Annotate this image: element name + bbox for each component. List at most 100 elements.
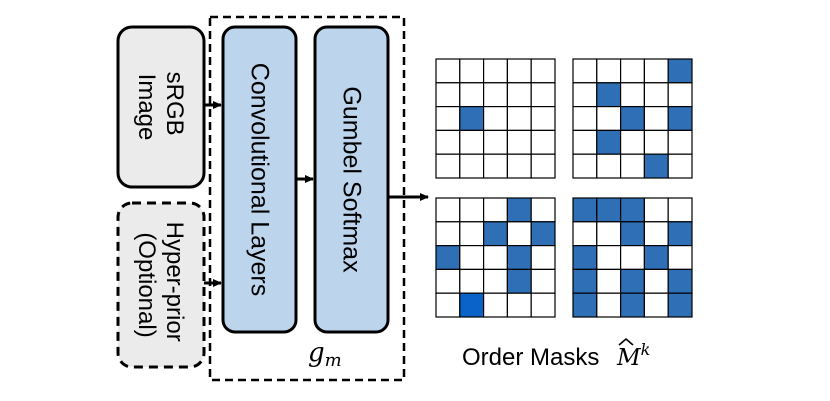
mask-cell	[643, 197, 669, 223]
mask-cell	[596, 58, 622, 84]
mask-cell-active	[506, 197, 532, 223]
mask-cell	[435, 268, 461, 294]
mask-cell	[483, 197, 509, 223]
mask-cell-active	[619, 292, 645, 318]
gm-symbol-base: g	[308, 338, 325, 368]
mask-cell	[483, 58, 509, 84]
mask-cell	[506, 221, 532, 247]
mask-cell	[643, 105, 669, 131]
mask-cell	[596, 245, 622, 271]
mask-cell	[643, 82, 669, 108]
mask-cell-active	[619, 197, 645, 223]
mask-cell	[530, 105, 556, 131]
mask-cell	[506, 292, 532, 318]
mask-cell-active	[506, 245, 532, 271]
mask-cell-active	[667, 58, 693, 84]
gumbel-softmax-block: Gumbel Softmax	[313, 25, 390, 334]
mask-cell-active	[619, 268, 645, 294]
hyper-prior-label-line2: (Optional)	[133, 232, 160, 337]
mask-cell	[459, 129, 485, 155]
mask-cell	[483, 245, 509, 271]
mask-cell	[506, 105, 532, 131]
mask-cell	[572, 82, 598, 108]
convolutional-layers-block: Convolutional Layers	[221, 25, 298, 334]
mask-cell	[483, 105, 509, 131]
mask-cell	[667, 197, 693, 223]
gm-symbol-subscript: m	[325, 350, 342, 371]
mask-cell	[506, 58, 532, 84]
mask-cell	[530, 82, 556, 108]
mask-cell-active	[596, 197, 622, 223]
mask-cell	[619, 129, 645, 155]
mask-cell	[530, 292, 556, 318]
conv-layers-label: Convolutional Layers	[246, 63, 274, 296]
mask-cell	[619, 153, 645, 179]
order-masks-grid-group	[435, 58, 693, 318]
mask-cell-active	[667, 268, 693, 294]
mask-cell	[572, 58, 598, 84]
mhat-symbol: Mk	[616, 337, 651, 371]
mask-cell	[530, 58, 556, 84]
svg-text:Hyper-prior (Optional): Hyper-prior (Optional)	[133, 222, 188, 349]
order-mask-1	[435, 58, 556, 179]
mask-cell	[483, 82, 509, 108]
mask-cell	[572, 105, 598, 131]
mask-cell	[435, 82, 461, 108]
mask-cell	[596, 292, 622, 318]
mask-cell-active	[619, 221, 645, 247]
mask-cell-active	[619, 105, 645, 131]
gm-symbol: gm	[308, 338, 342, 371]
mask-cell	[506, 153, 532, 179]
mask-cell	[643, 268, 669, 294]
srgb-label-line1: sRGB	[161, 72, 188, 136]
mask-cell	[506, 82, 532, 108]
mask-cell	[459, 245, 485, 271]
mask-cell-active	[667, 105, 693, 131]
mask-cell	[435, 197, 461, 223]
mask-cell	[483, 268, 509, 294]
mask-cell	[619, 82, 645, 108]
mask-cell	[530, 153, 556, 179]
mask-cell-active	[572, 197, 598, 223]
mask-cell-active	[667, 292, 693, 318]
mask-cell	[667, 245, 693, 271]
order-masks-label: Order Masks	[462, 344, 599, 371]
mask-cell	[596, 105, 622, 131]
mask-cell	[459, 153, 485, 179]
mask-cell-active	[572, 268, 598, 294]
mask-cell-active	[572, 292, 598, 318]
mask-cell	[596, 153, 622, 179]
mask-cell	[643, 221, 669, 247]
gumbel-softmax-label: Gumbel Softmax	[338, 86, 366, 273]
mask-cell	[459, 197, 485, 223]
mask-cell	[483, 292, 509, 318]
mhat-superscript: k	[641, 340, 651, 359]
mask-cell	[596, 221, 622, 247]
order-mask-4	[572, 197, 693, 318]
mask-cell-active	[596, 82, 622, 108]
mask-cell	[459, 221, 485, 247]
mask-cell	[435, 153, 461, 179]
mask-cell	[572, 129, 598, 155]
mask-cell-active	[596, 129, 622, 155]
mask-cell-active	[459, 105, 485, 131]
mask-cell-active	[435, 245, 461, 271]
mask-cell	[643, 58, 669, 84]
mask-cell	[483, 129, 509, 155]
mask-cell-active	[667, 221, 693, 247]
srgb-label-line2: Image	[133, 74, 160, 141]
hyper-prior-label-line1: Hyper-prior	[161, 222, 188, 342]
hyper-prior-input: Hyper-prior (Optional)	[116, 201, 206, 369]
srgb-image-input: sRGB Image	[116, 25, 206, 189]
mask-cell	[459, 82, 485, 108]
mask-cell	[530, 245, 556, 271]
network-container	[208, 15, 406, 382]
mask-cell	[643, 292, 669, 318]
mask-cell-active	[643, 153, 669, 179]
mask-cell	[435, 129, 461, 155]
mhat-base: M	[616, 345, 642, 371]
mask-cell	[506, 129, 532, 155]
mask-cell	[572, 221, 598, 247]
mask-cell	[459, 268, 485, 294]
